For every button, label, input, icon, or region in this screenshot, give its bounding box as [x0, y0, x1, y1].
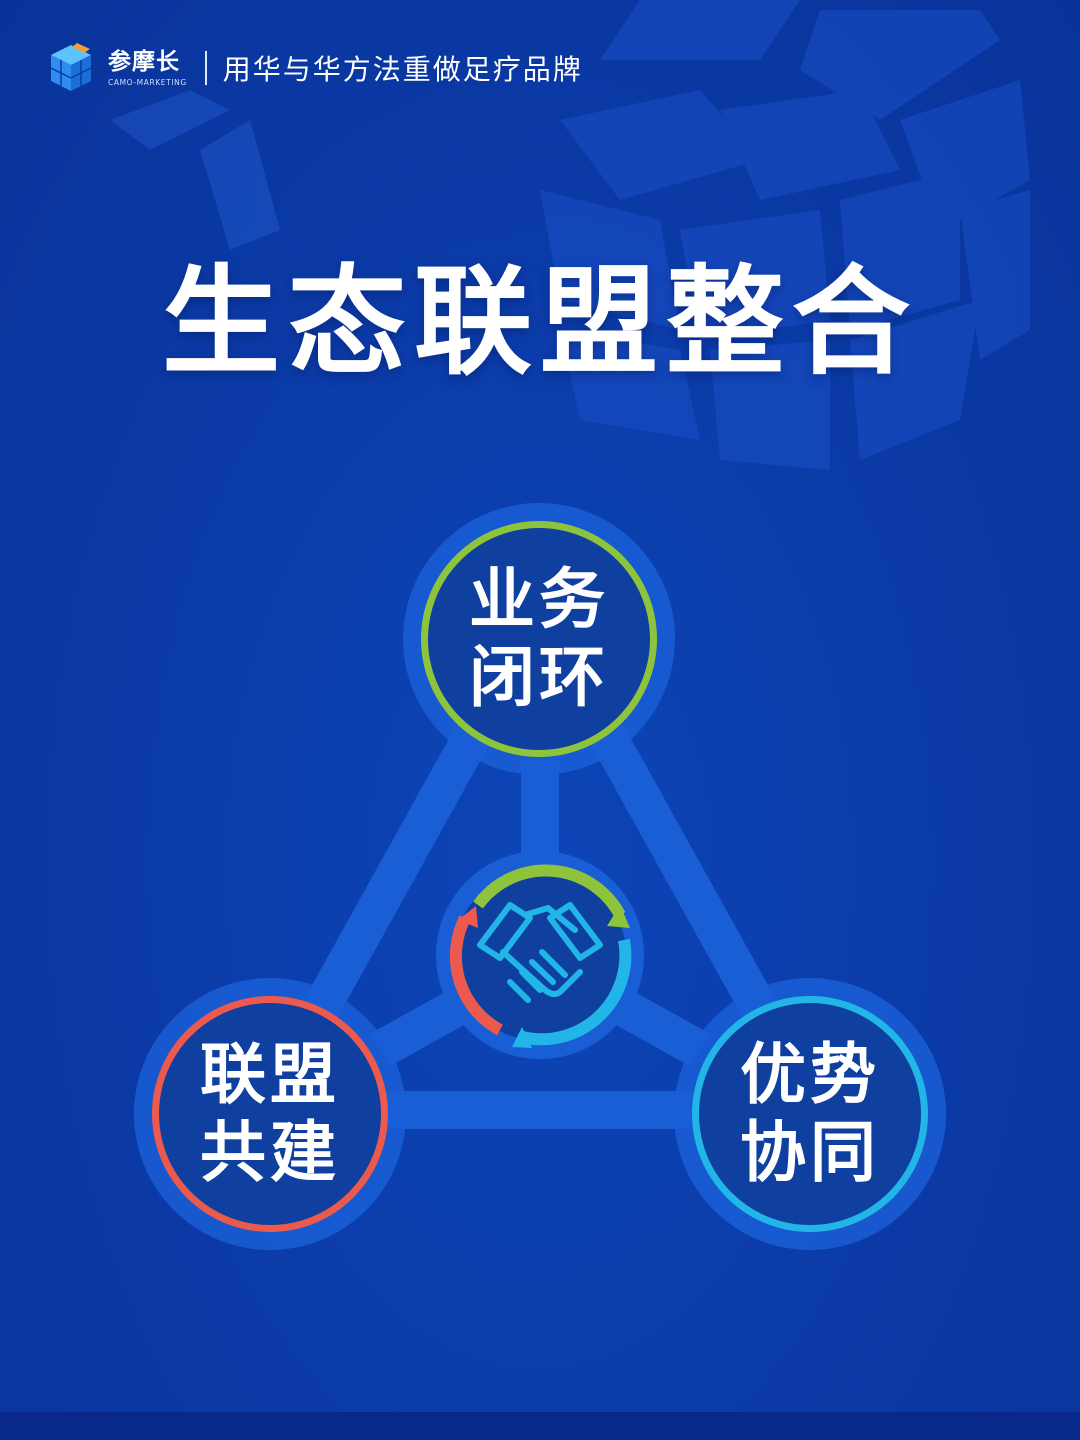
cycle-arrows — [449, 864, 632, 1046]
header: 参摩长 CAMO-MARKETING 用华与华方法重做足疗品牌 — [44, 38, 583, 98]
node-advantage-synergy: 优势 协同 — [692, 996, 928, 1232]
node-left-line1: 联盟 — [200, 1036, 340, 1113]
node-alliance-build: 联盟 共建 — [152, 996, 388, 1232]
connector-top-right — [591, 721, 779, 1029]
cycle-arrow-cyan — [520, 938, 632, 1046]
page-title: 生态联盟整合 — [161, 253, 918, 391]
cube-logo-icon — [50, 43, 92, 91]
header-divider — [204, 51, 207, 85]
node-right-line1: 优势 — [740, 1036, 880, 1113]
slogan: 用华与华方法重做足疗品牌 — [222, 53, 583, 86]
cycle-arrow-red — [449, 915, 503, 1036]
node-top-line1: 业务 — [469, 561, 609, 638]
connector-top-left — [301, 721, 489, 1029]
brand: 参摩长 CAMO-MARKETING — [108, 49, 187, 87]
node-left-line2: 共建 — [200, 1114, 340, 1191]
connector-lines — [301, 721, 779, 1129]
brand-subtitle: CAMO-MARKETING — [108, 78, 187, 87]
brand-name: 参摩长 — [108, 49, 180, 75]
handshake-icon — [477, 902, 603, 1003]
cube-decoration — [110, 0, 1030, 470]
node-right-line2: 协同 — [740, 1114, 880, 1191]
center-hub — [454, 869, 626, 1041]
node-top-line2: 闭环 — [469, 639, 609, 716]
node-business-loop: 业务 闭环 — [421, 521, 657, 757]
cycle-arrow-green — [473, 864, 626, 918]
bottom-bar — [0, 1412, 1080, 1440]
